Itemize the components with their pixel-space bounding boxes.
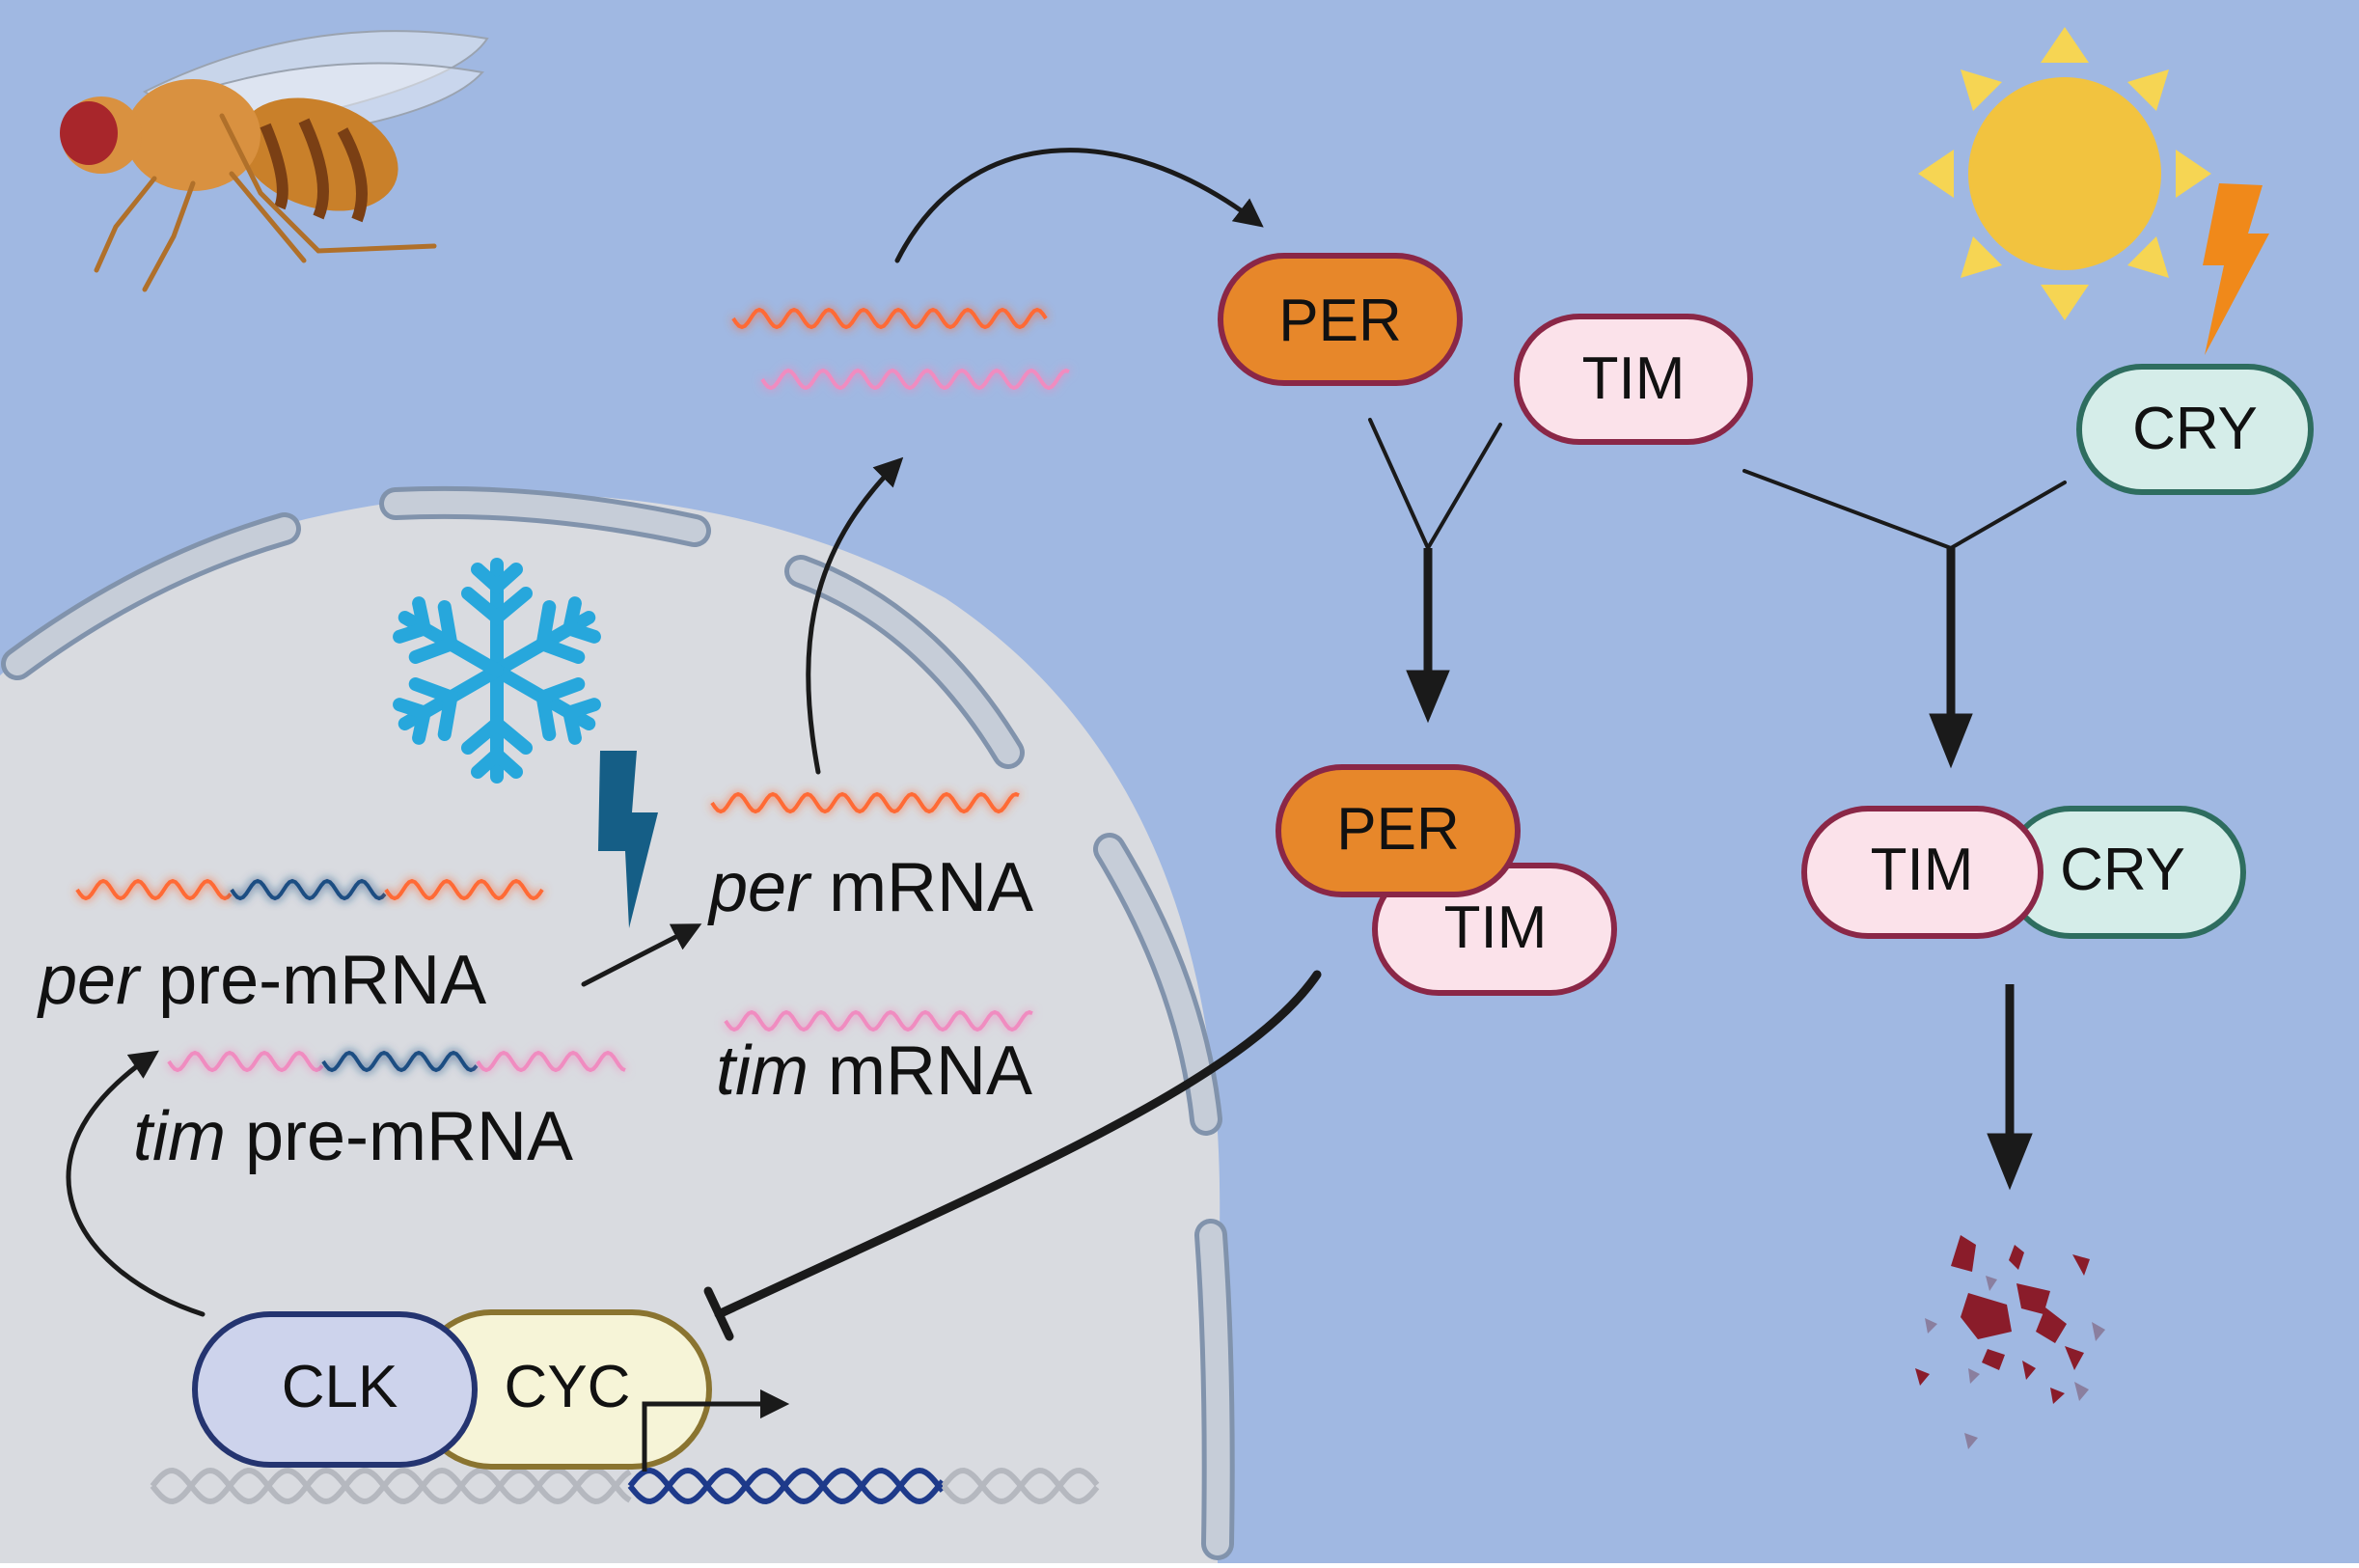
per-mrna-label: per mRNA	[707, 849, 1033, 926]
fruit-fly-icon	[60, 30, 489, 292]
degradation-fragments-icon	[1915, 1235, 2105, 1449]
tim-in-cry-complex-label: TIM	[1871, 837, 1974, 903]
transcription-arrow	[66, 1050, 206, 1317]
tim-pre-mrna-label: tim pre-mRNA	[133, 1098, 573, 1175]
tim-mrna-wave	[760, 368, 1070, 391]
tim-mrna-wave	[724, 1009, 1033, 1032]
per-mrna-wave	[731, 307, 1048, 330]
per-protein	[1218, 253, 1463, 386]
per-protein-label: PER	[1278, 288, 1401, 354]
tim-pre-mrna-exon-wave	[167, 1050, 324, 1073]
cry-in-complex-label: CRY	[2060, 837, 2185, 903]
per-pre-mrna-exon-wave	[75, 878, 233, 901]
per-in-complex-label: PER	[1336, 796, 1459, 863]
tim-in-complex-label: TIM	[1444, 894, 1548, 961]
nuclear-envelope	[1, 485, 1235, 1560]
per-pre-mrna-intron-wave	[230, 878, 387, 901]
per-in-complex	[1276, 764, 1521, 897]
per-mrna-wave	[710, 791, 1020, 814]
tim-protein-label: TIM	[1582, 345, 1686, 412]
export-arrow	[806, 456, 904, 775]
tim-mrna-label: tim mRNA	[716, 1032, 1032, 1110]
per-pre-mrna-exon-wave	[384, 878, 544, 901]
lightning-bolt-icon	[2203, 183, 2269, 355]
lightning-bolt-icon	[598, 751, 658, 928]
tim-in-cry-complex	[1801, 806, 2044, 939]
per-pre-mrna-label: per pre-mRNA	[37, 942, 486, 1019]
nucleus	[0, 493, 1221, 1563]
translation-arrow	[894, 148, 1264, 263]
clk-protein	[192, 1311, 478, 1468]
tim-protein	[1514, 314, 1753, 445]
binding-arrows	[1406, 548, 2033, 1191]
dna-helix-icon	[150, 1467, 1100, 1505]
splicing-arrow	[581, 923, 702, 987]
cyc-protein-label: CYC	[505, 1354, 631, 1420]
tim-pre-mrna-exon-wave	[476, 1050, 626, 1073]
promoter-arrow	[642, 1389, 789, 1472]
tim-pre-mrna-intron-wave	[321, 1050, 479, 1073]
clk-protein-label: CLK	[282, 1354, 398, 1420]
cry-protein	[2076, 364, 2314, 495]
inhibition-line	[714, 970, 1322, 1319]
sun-icon	[1918, 27, 2211, 320]
cry-protein-label: CRY	[2132, 396, 2258, 462]
snowflake-icon	[391, 558, 604, 777]
inhibition-bar	[703, 1286, 734, 1341]
